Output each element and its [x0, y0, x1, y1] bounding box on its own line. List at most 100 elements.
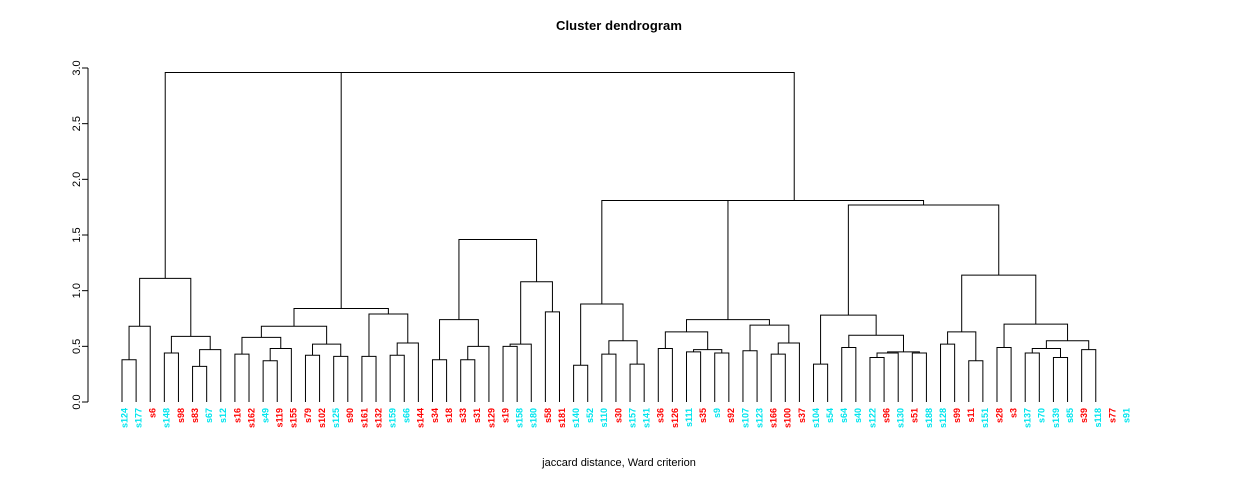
leaf-label: s188 [924, 408, 934, 428]
dendrogram-branch [439, 319, 479, 360]
dendrogram-branch [128, 325, 151, 402]
dendrogram-branch [192, 365, 208, 402]
leaf-label: s118 [1093, 408, 1103, 428]
leaf-label: s40 [853, 408, 863, 423]
dendrogram-branch [389, 354, 405, 402]
leaf-label: s162 [246, 408, 256, 428]
leaf-label: s92 [726, 408, 736, 423]
leaf-label: s91 [1121, 408, 1131, 423]
leaf-label: s139 [1051, 408, 1061, 428]
leaf-label: s90 [345, 408, 355, 423]
dendrogram-branch [139, 277, 192, 337]
y-axis-tick-label: 0.0 [71, 394, 83, 409]
leaf-label: s52 [585, 408, 595, 423]
x-axis-label: jaccard distance, Ward criterion [542, 457, 696, 469]
leaf-label: s159 [388, 408, 398, 428]
dendrogram-branch [940, 343, 956, 402]
dendrogram-branch [664, 199, 925, 205]
dendrogram-branch [460, 359, 476, 402]
leaf-label: s35 [698, 408, 708, 423]
dendrogram-branch [961, 274, 1037, 332]
dendrogram-branch [608, 340, 638, 365]
dendrogram-branch [947, 331, 977, 361]
leaf-label: s18 [444, 408, 454, 423]
dendrogram-branch [869, 356, 885, 402]
dendrogram-branch [253, 71, 795, 201]
leaf-label: s28 [994, 408, 1004, 423]
y-axis-tick-label: 2.5 [71, 116, 83, 131]
leaf-label: s177 [133, 408, 143, 428]
dendrogram-branch [1052, 356, 1069, 402]
dendrogram-branch [520, 281, 553, 345]
dendrogram-branch [458, 238, 538, 320]
leaf-label: s79 [303, 408, 313, 423]
dendrogram-branch [686, 351, 702, 402]
leaf-label: s148 [162, 408, 172, 428]
leaf-label: s137 [1023, 408, 1033, 428]
leaf-label: s19 [500, 408, 510, 423]
leaf-label: s12 [218, 408, 228, 423]
dendrogram-branch [163, 352, 179, 402]
dendrogram-branch [170, 335, 211, 354]
leaf-label: s67 [204, 408, 214, 423]
leaf-label: s37 [797, 408, 807, 423]
dendrogram-branch [1081, 349, 1097, 402]
dendrogram-branch [580, 303, 624, 366]
leaf-label: s70 [1037, 408, 1047, 423]
leaf-label: s11 [966, 408, 976, 423]
dendrogram-branch [968, 360, 984, 402]
leaf-label: s33 [458, 408, 468, 423]
leaf-label: s107 [740, 408, 750, 428]
y-axis-tick-label: 2.0 [71, 172, 83, 187]
leaf-label: s166 [769, 408, 779, 428]
dendrogram-branch [396, 342, 419, 402]
dendrogram-branch [693, 349, 723, 354]
leaf-label: s129 [486, 408, 496, 428]
dendrogram-branch [629, 363, 645, 402]
leaf-label: s85 [1065, 408, 1075, 423]
dendrogram-branch [241, 336, 282, 355]
dendrogram-branch [234, 353, 250, 402]
dendrogram-branch [841, 346, 857, 402]
leaf-label: s128 [938, 408, 948, 428]
leaf-label: s58 [543, 408, 553, 423]
y-axis-tick-label: 1.5 [71, 227, 83, 242]
dendrogram-branch [996, 346, 1012, 402]
dendrogram-branch [164, 71, 342, 309]
y-axis-tick-label: 1.0 [71, 283, 83, 298]
dendrogram-branch [368, 313, 409, 357]
dendrogram-branch [544, 311, 560, 402]
dendrogram-branch [502, 345, 518, 402]
dendrogram-branch [1024, 352, 1040, 402]
leaf-label: s124 [119, 408, 129, 428]
leaf-label: s36 [656, 408, 666, 423]
dendrogram-branch [312, 343, 342, 357]
dendrogram-branch [121, 359, 137, 402]
leaf-label: s111 [684, 408, 694, 427]
leaf-label: s66 [402, 408, 412, 423]
dendrogram-branch [911, 352, 927, 402]
dendrogram-branch [1045, 340, 1090, 350]
dendrogram-branch [573, 364, 589, 402]
leaf-label: s3 [1008, 408, 1018, 418]
leaf-label: s155 [289, 408, 299, 428]
leaf-label: s140 [571, 408, 581, 428]
dendrogram-branch [847, 204, 1000, 316]
dendrogram-branch [657, 348, 673, 402]
leaf-label: s161 [359, 408, 369, 428]
leaf-label: s181 [557, 408, 567, 428]
leaf-label: s144 [416, 408, 426, 428]
leaf-label: s34 [430, 408, 440, 423]
leaf-label: s180 [529, 408, 539, 428]
leaf-label: s6 [148, 408, 158, 418]
leaf-label: s96 [881, 408, 891, 423]
leaf-label: s132 [373, 408, 383, 428]
leaf-label: s49 [261, 408, 271, 423]
dendrogram-branch [749, 324, 790, 351]
dendrogram-branch [848, 334, 904, 352]
dendrogram-branch [1003, 323, 1069, 348]
dendrogram-branch [813, 363, 829, 402]
leaf-label: s39 [1079, 408, 1089, 423]
leaf-label: s83 [190, 408, 200, 423]
leaf-label: s104 [811, 408, 821, 428]
